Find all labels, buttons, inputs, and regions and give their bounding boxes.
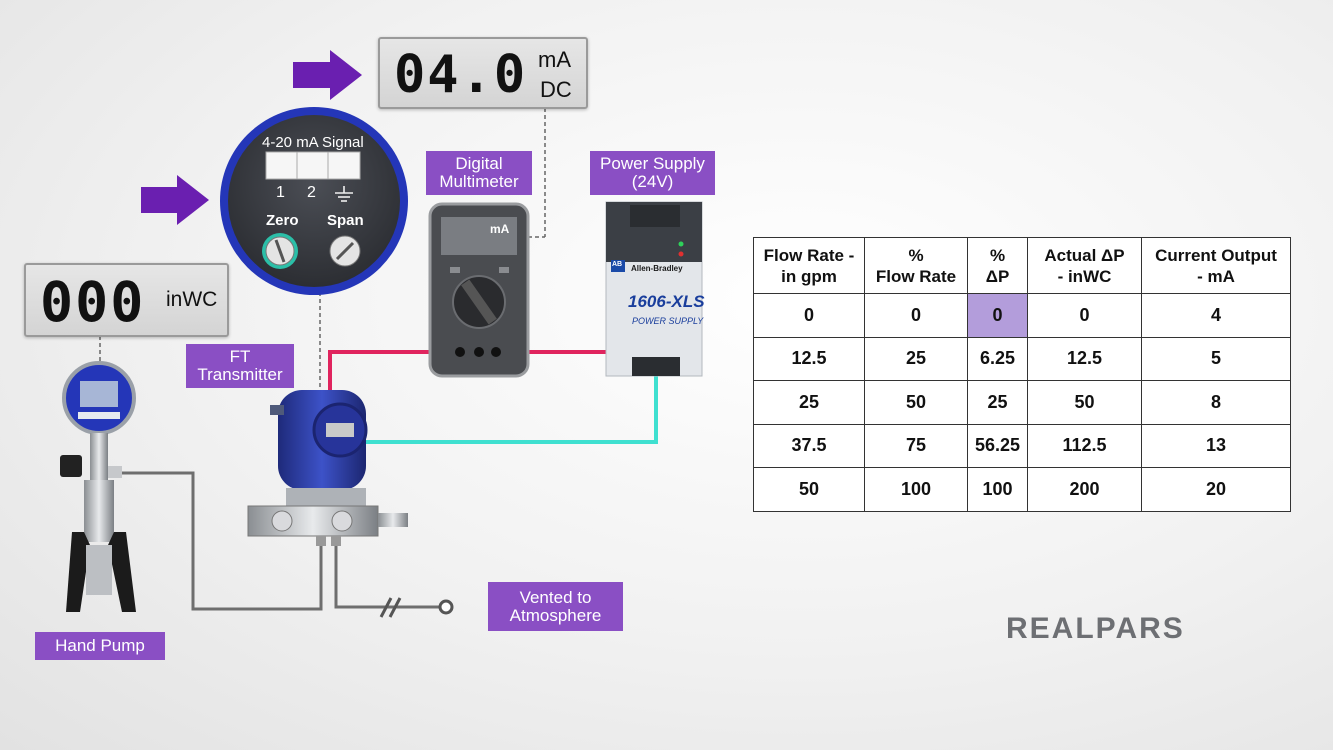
- table-row: 37.5 75 56.25 112.5 13: [753, 423, 1291, 468]
- table-cell: 0: [1027, 293, 1142, 338]
- terminal-1-label: 1: [276, 184, 285, 201]
- arrow-right-icon: [141, 175, 209, 225]
- table-cell: 75: [864, 423, 968, 468]
- table-cell: 50: [864, 380, 968, 425]
- table-cell: 100: [967, 467, 1028, 512]
- table-row: 12.5 25 6.25 12.5 5: [753, 336, 1291, 381]
- span-label: Span: [327, 212, 364, 229]
- table-cell: 25: [967, 380, 1028, 425]
- vent-port: [438, 599, 454, 615]
- brand-name: Allen-Bradley: [631, 264, 683, 273]
- table-cell: 20: [1141, 467, 1291, 512]
- hand-pump: [60, 361, 136, 612]
- vent-tube: [334, 540, 440, 609]
- digital-multimeter-label: Digital Multimeter: [426, 151, 532, 195]
- vented-label: Vented to Atmosphere: [488, 582, 623, 631]
- power-supply-label: Power Supply (24V): [590, 151, 715, 195]
- signal-label: 4-20 mA Signal: [262, 134, 364, 151]
- table-row: 0 0 0 0 4: [753, 293, 1291, 338]
- table-cell: 13: [1141, 423, 1291, 468]
- table-cell: 12.5: [753, 336, 865, 381]
- model-subtitle: POWER SUPPLY: [632, 316, 704, 326]
- table-header-row: Flow Rate -in gpm %Flow Rate %ΔP Actual …: [753, 237, 1291, 294]
- header-percent-flow: %Flow Rate: [864, 237, 968, 294]
- current-type: DC: [540, 77, 572, 102]
- ground-icon: [335, 186, 353, 202]
- calibration-table: Flow Rate -in gpm %Flow Rate %ΔP Actual …: [753, 237, 1291, 512]
- hand-pump-label: Hand Pump: [35, 632, 165, 660]
- table-cell: 0: [864, 293, 968, 338]
- table-cell: 5: [1141, 336, 1291, 381]
- multimeter-unit: mA: [490, 222, 510, 236]
- table-cell: 200: [1027, 467, 1142, 512]
- current-unit: mA: [538, 47, 571, 72]
- transmitter-face: [220, 107, 408, 295]
- table-cell: 8: [1141, 380, 1291, 425]
- realpars-logo: REALPARS: [1006, 612, 1185, 645]
- pump-tube: [118, 471, 323, 611]
- table-row: 50 100 100 200 20: [753, 467, 1291, 512]
- table-cell: 4: [1141, 293, 1291, 338]
- break-mark-icon: [379, 597, 402, 618]
- header-actual-dp: Actual ΔP- inWC: [1027, 237, 1142, 294]
- table-row: 25 50 25 50 8: [753, 380, 1291, 425]
- multimeter-readout: 04.0 mA DC: [378, 37, 588, 109]
- table-cell: 56.25: [967, 423, 1028, 468]
- table-cell: 50: [753, 467, 865, 512]
- digital-multimeter: [428, 202, 530, 378]
- terminal-2-label: 2: [307, 184, 316, 201]
- header-flow-rate: Flow Rate -in gpm: [753, 237, 865, 294]
- pressure-unit: inWC: [166, 288, 218, 311]
- table-cell: 50: [1027, 380, 1142, 425]
- ab-badge: AB: [612, 261, 623, 268]
- table-cell: 37.5: [753, 423, 865, 468]
- arrow-right-icon: [293, 50, 362, 100]
- table-cell: 6.25: [967, 336, 1028, 381]
- zero-label: Zero: [266, 212, 299, 229]
- table-cell: 0: [967, 293, 1028, 338]
- table-cell: 25: [753, 380, 865, 425]
- table-cell: 112.5: [1027, 423, 1142, 468]
- table-cell: 0: [753, 293, 865, 338]
- model-name: 1606-XLS: [628, 292, 705, 311]
- red-wire: [328, 350, 460, 395]
- pressure-reading: 000: [40, 270, 146, 334]
- power-supply-unit: [605, 201, 703, 377]
- cyan-wire: [366, 375, 658, 444]
- pressure-readout: 000 inWC: [24, 263, 229, 337]
- header-current-output: Current Output- mA: [1141, 237, 1291, 294]
- header-percent-dp: %ΔP: [967, 237, 1028, 294]
- table-cell: 25: [864, 336, 968, 381]
- table-cell: 100: [864, 467, 968, 512]
- current-reading: 04.0: [394, 45, 528, 105]
- ft-transmitter-body: [247, 390, 408, 546]
- wiring: [99, 108, 658, 618]
- table-cell: 12.5: [1027, 336, 1142, 381]
- ft-transmitter-label: FT Transmitter: [186, 344, 294, 388]
